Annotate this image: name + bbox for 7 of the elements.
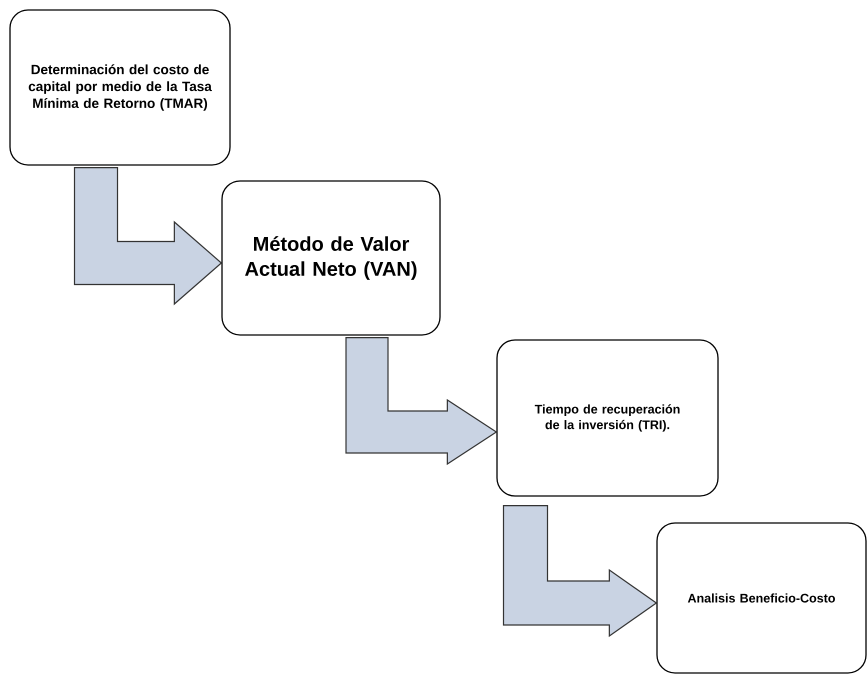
process-box: Método de Valor Actual Neto (VAN) — [221, 180, 441, 336]
bent-arrow — [502, 505, 658, 638]
process-box: Analisis Beneficio-Costo — [656, 522, 867, 674]
bent-arrow — [345, 337, 498, 466]
process-box: Determinación del costo de capital por medio de la Tasa Mínima de Retorno (TMAR) — [9, 9, 231, 166]
process-box: Tiempo de recuperación de la inversión (TRI). — [496, 339, 719, 497]
bent-arrow — [74, 167, 222, 306]
